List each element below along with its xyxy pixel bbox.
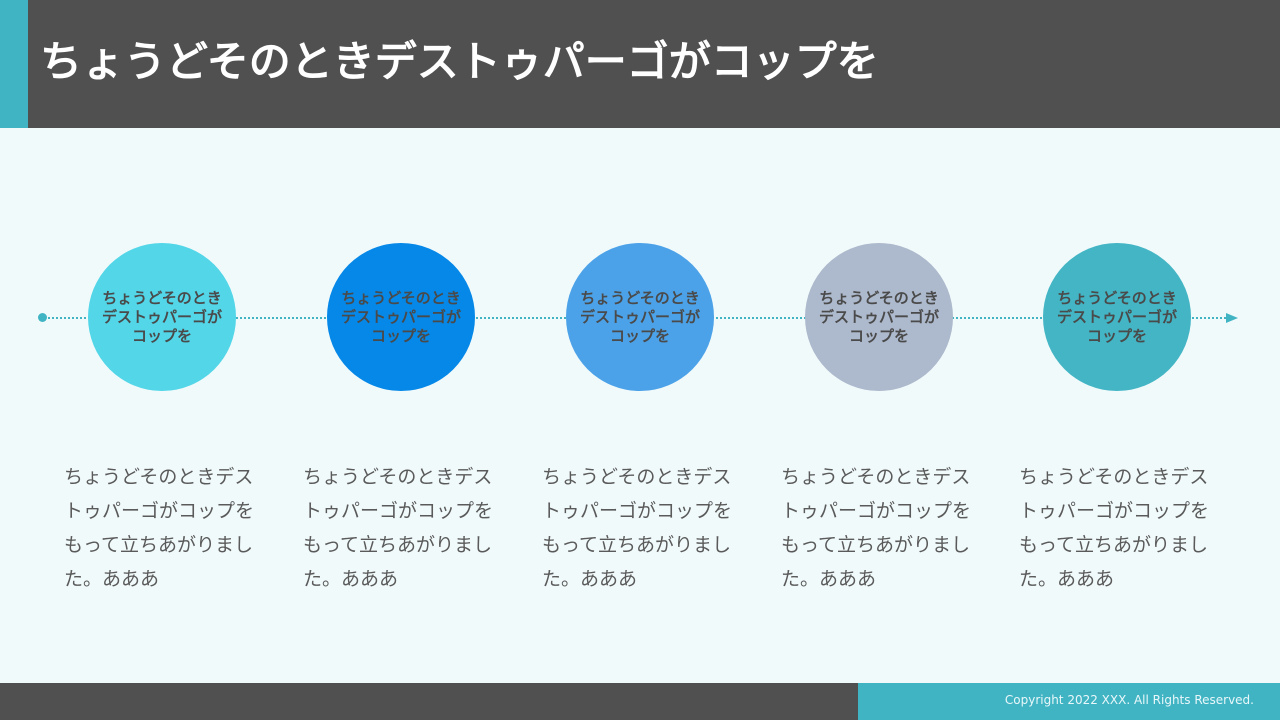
step-circle-label: ちょうどそのときデストゥパーゴがコップを (340, 288, 461, 345)
step-description-2: ちょうどそのときデストゥパーゴがコップをもって立ちあがりました。あああ (303, 466, 494, 590)
timeline-start-dot (38, 313, 47, 322)
step-description-3: ちょうどそのときデストゥパーゴがコップをもって立ちあがりました。あああ (542, 466, 733, 590)
step-circle-2: ちょうどそのときデストゥパーゴがコップを (327, 243, 475, 391)
step-circle-3: ちょうどそのときデストゥパーゴがコップを (566, 243, 714, 391)
step-description-1: ちょうどそのときデストゥパーゴがコップをもって立ちあがりました。あああ (64, 466, 255, 590)
header-bar (0, 0, 1280, 128)
copyright-text: Copyright 2022 XXX. All Rights Reserved. (1004, 693, 1254, 707)
step-circle-label: ちょうどそのときデストゥパーゴがコップを (101, 288, 222, 345)
timeline-arrow-icon (1226, 313, 1238, 323)
step-circle-label: ちょうどそのときデストゥパーゴがコップを (1056, 288, 1177, 345)
step-description-5: ちょうどそのときデストゥパーゴがコップをもって立ちあがりました。あああ (1019, 466, 1210, 590)
step-description-4: ちょうどそのときデストゥパーゴがコップをもって立ちあがりました。あああ (781, 466, 972, 590)
page-title: ちょうどそのときデストゥパーゴがコップを (40, 37, 879, 86)
step-circle-1: ちょうどそのときデストゥパーゴがコップを (88, 243, 236, 391)
step-circle-label: ちょうどそのときデストゥパーゴがコップを (818, 288, 939, 345)
footer-accent-bar (858, 683, 1280, 720)
header-accent-bar (0, 0, 28, 128)
step-circle-label: ちょうどそのときデストゥパーゴがコップを (579, 288, 700, 345)
step-circle-5: ちょうどそのときデストゥパーゴがコップを (1043, 243, 1191, 391)
step-circle-4: ちょうどそのときデストゥパーゴがコップを (805, 243, 953, 391)
